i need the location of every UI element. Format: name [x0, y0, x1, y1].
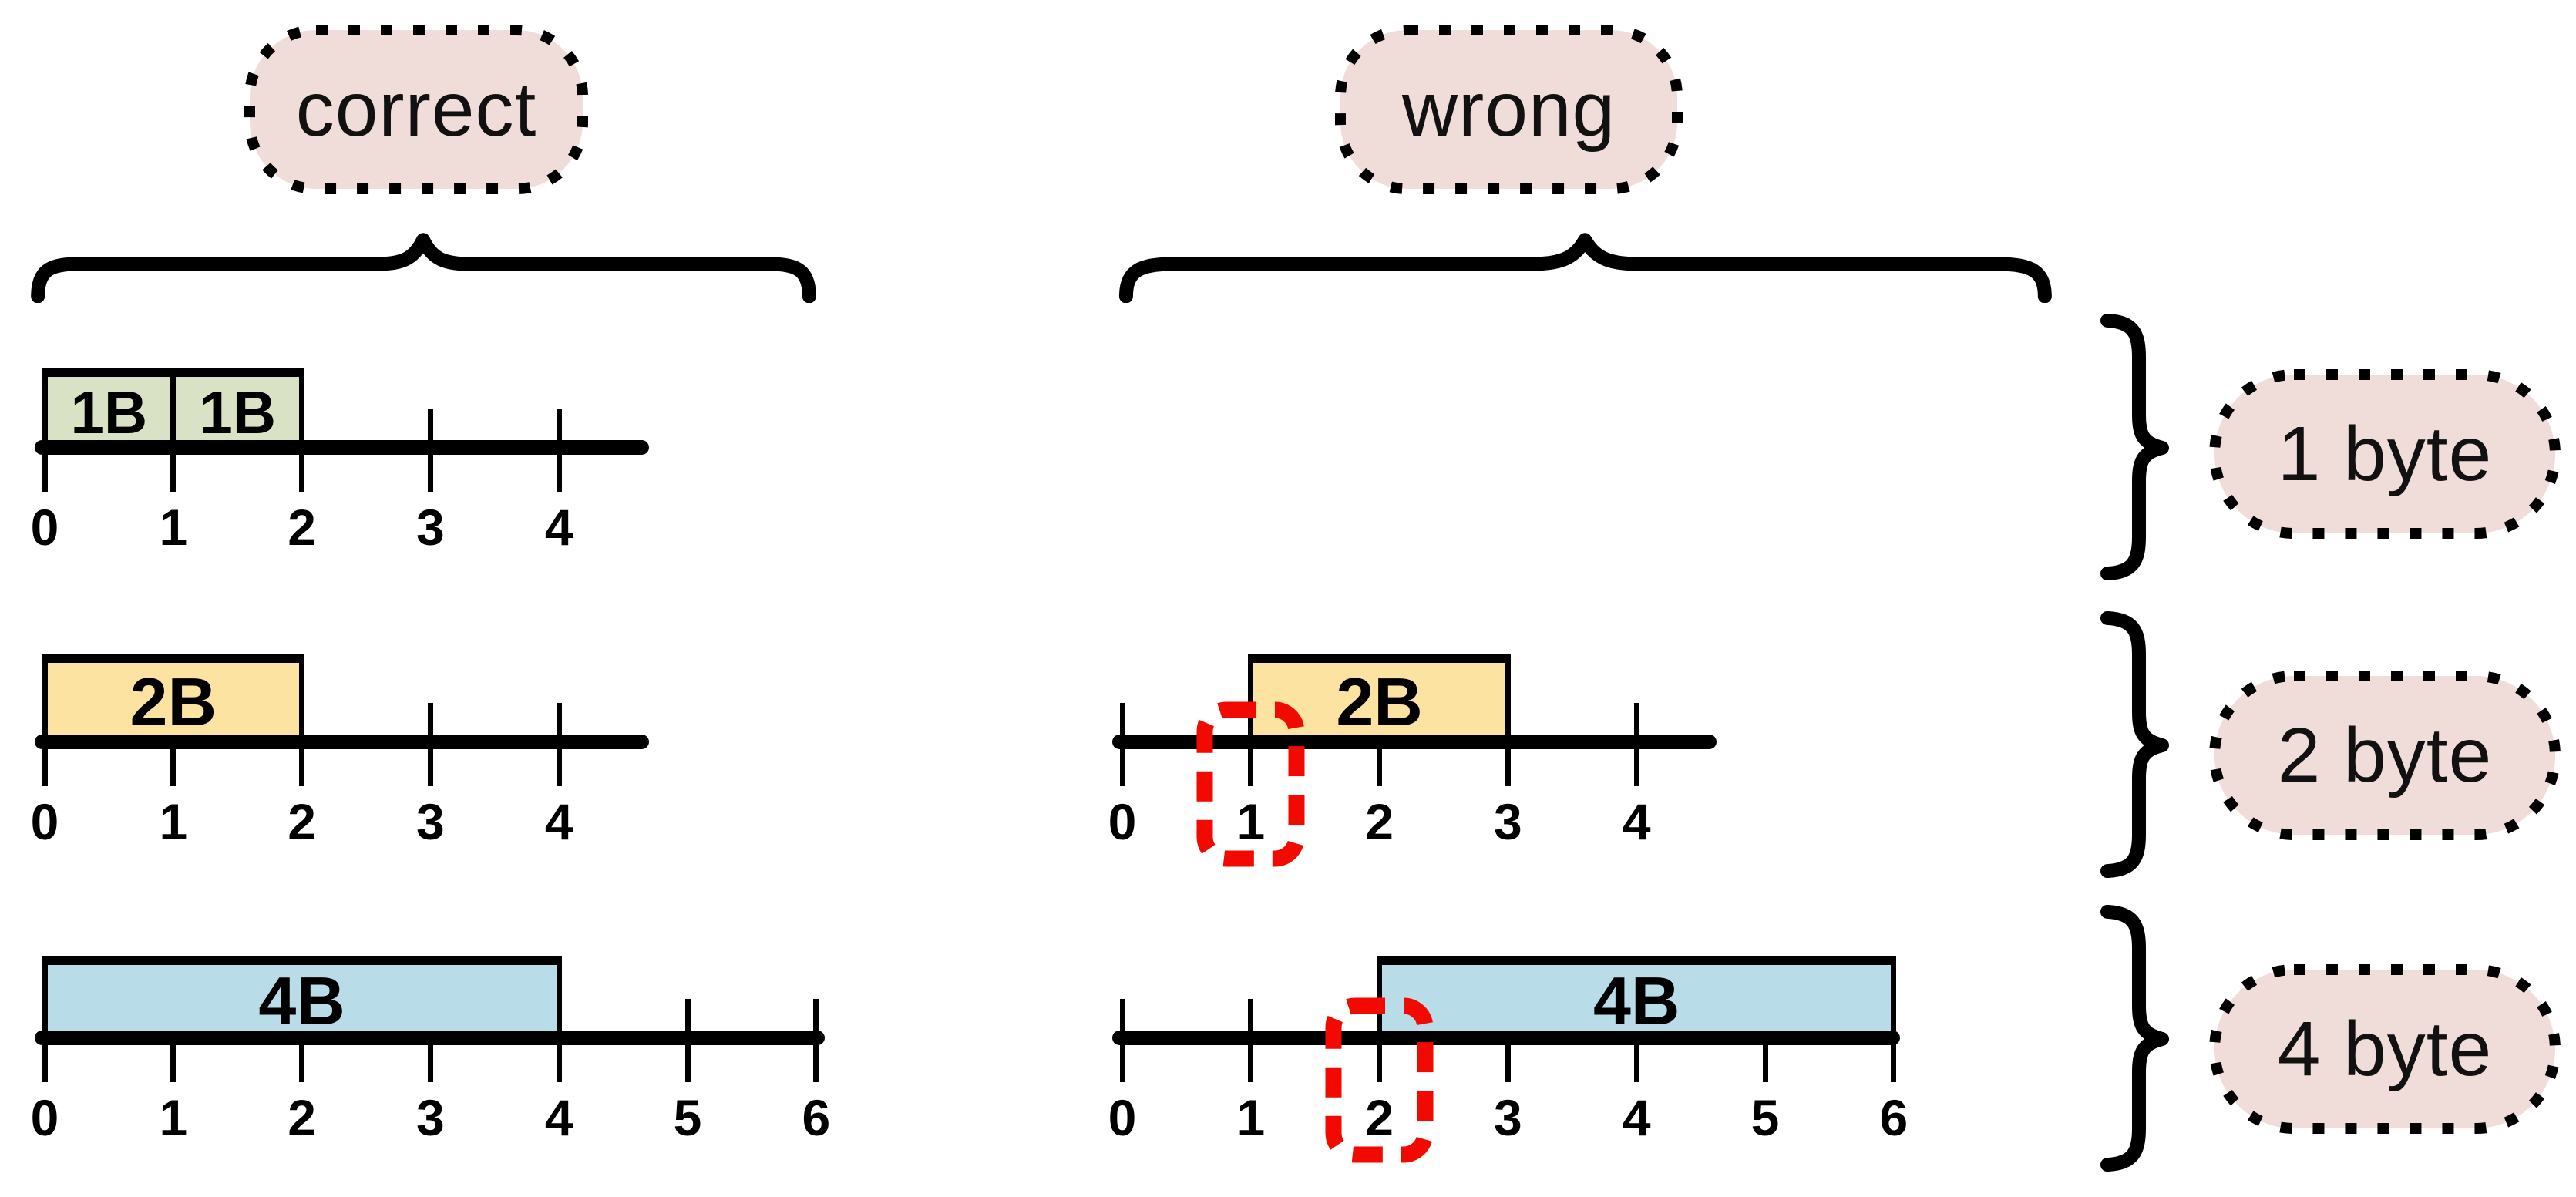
tick-label: 3: [416, 499, 445, 556]
tick-label: 1: [159, 499, 188, 556]
tick-label: 1: [159, 793, 188, 850]
pill-2byte-outline: [2209, 671, 2561, 840]
tick-label: 2: [288, 499, 316, 556]
tick-label: 1: [1236, 793, 1266, 850]
brace-4byte: [2100, 905, 2169, 1172]
tick-label: 3: [416, 793, 445, 850]
byte-box-label: 4B: [258, 963, 345, 1039]
tick-label: 3: [1494, 793, 1522, 850]
size-label-1byte: 1 byte: [2277, 410, 2493, 497]
size-label-2byte: 2 byte: [2277, 711, 2493, 799]
wrong-pill-outline: [1335, 25, 1683, 194]
memory-line: [35, 439, 649, 455]
byte-box: 4B: [1377, 956, 1897, 1039]
tick-label: 5: [1750, 1089, 1780, 1146]
memory-line: [1112, 734, 1717, 749]
tick-label: 1: [159, 1089, 188, 1146]
tick-label: 0: [30, 793, 59, 850]
wrong-column-brace: [1118, 230, 2054, 303]
tick-label: 6: [1879, 1089, 1908, 1146]
correct-pill-outline: [244, 25, 588, 194]
correct-label-pill: correct: [243, 23, 590, 196]
byte-box-label: 4B: [1592, 963, 1680, 1039]
misalignment-marker: [1324, 997, 1436, 1182]
tick-label: 6: [802, 1089, 831, 1146]
memory-line: [35, 734, 649, 749]
tick-label: 3: [1494, 1089, 1522, 1146]
byte-box: 1B: [42, 368, 177, 447]
size-label-4byte: 4 byte: [2277, 1005, 2493, 1092]
tick-label: 2: [288, 1089, 316, 1146]
tick-label: 2: [288, 793, 316, 850]
pill-1byte-outline: [2209, 369, 2561, 539]
pill-4byte: 4 byte: [2208, 963, 2562, 1135]
brace-2byte: [2100, 611, 2169, 878]
tick-label: 1: [1236, 1089, 1266, 1146]
byte-box-label: 1B: [70, 378, 148, 446]
memory-line: [1112, 1030, 1901, 1045]
tick-label: 2: [1365, 1089, 1394, 1146]
pill-1byte: 1 byte: [2208, 368, 2562, 540]
tick-label: 3: [416, 1089, 445, 1146]
tick-label: 4: [544, 793, 573, 850]
byte-box-label: 2B: [1336, 664, 1423, 740]
tick-label: 0: [30, 1089, 59, 1146]
pill-2byte: 2 byte: [2208, 669, 2562, 842]
byte-box: 1B: [170, 368, 305, 447]
wrong-label-pill: wrong: [1333, 23, 1684, 196]
correct-column-brace: [31, 230, 817, 303]
tick-label: 4: [1622, 1089, 1651, 1146]
tick-label: 5: [673, 1089, 702, 1146]
tick-label: 4: [544, 1089, 573, 1146]
tick-label: 4: [544, 499, 573, 556]
misalignment-marker: [1196, 701, 1307, 886]
tick-label: 0: [30, 499, 59, 556]
byte-box-label: 2B: [129, 664, 217, 740]
byte-box-label: 1B: [199, 378, 277, 446]
tick-label: 0: [1108, 1089, 1137, 1146]
brace-1byte: [2100, 314, 2169, 580]
memory-line: [35, 1030, 826, 1045]
correct-label: correct: [295, 66, 537, 153]
wrong-label: wrong: [1401, 66, 1616, 153]
tick-label: 2: [1365, 793, 1394, 850]
pill-4byte-outline: [2209, 964, 2561, 1134]
tick-label: 0: [1108, 793, 1137, 850]
byte-box: 4B: [42, 956, 562, 1037]
tick-label: 4: [1622, 793, 1651, 850]
byte-box: 2B: [42, 654, 305, 741]
